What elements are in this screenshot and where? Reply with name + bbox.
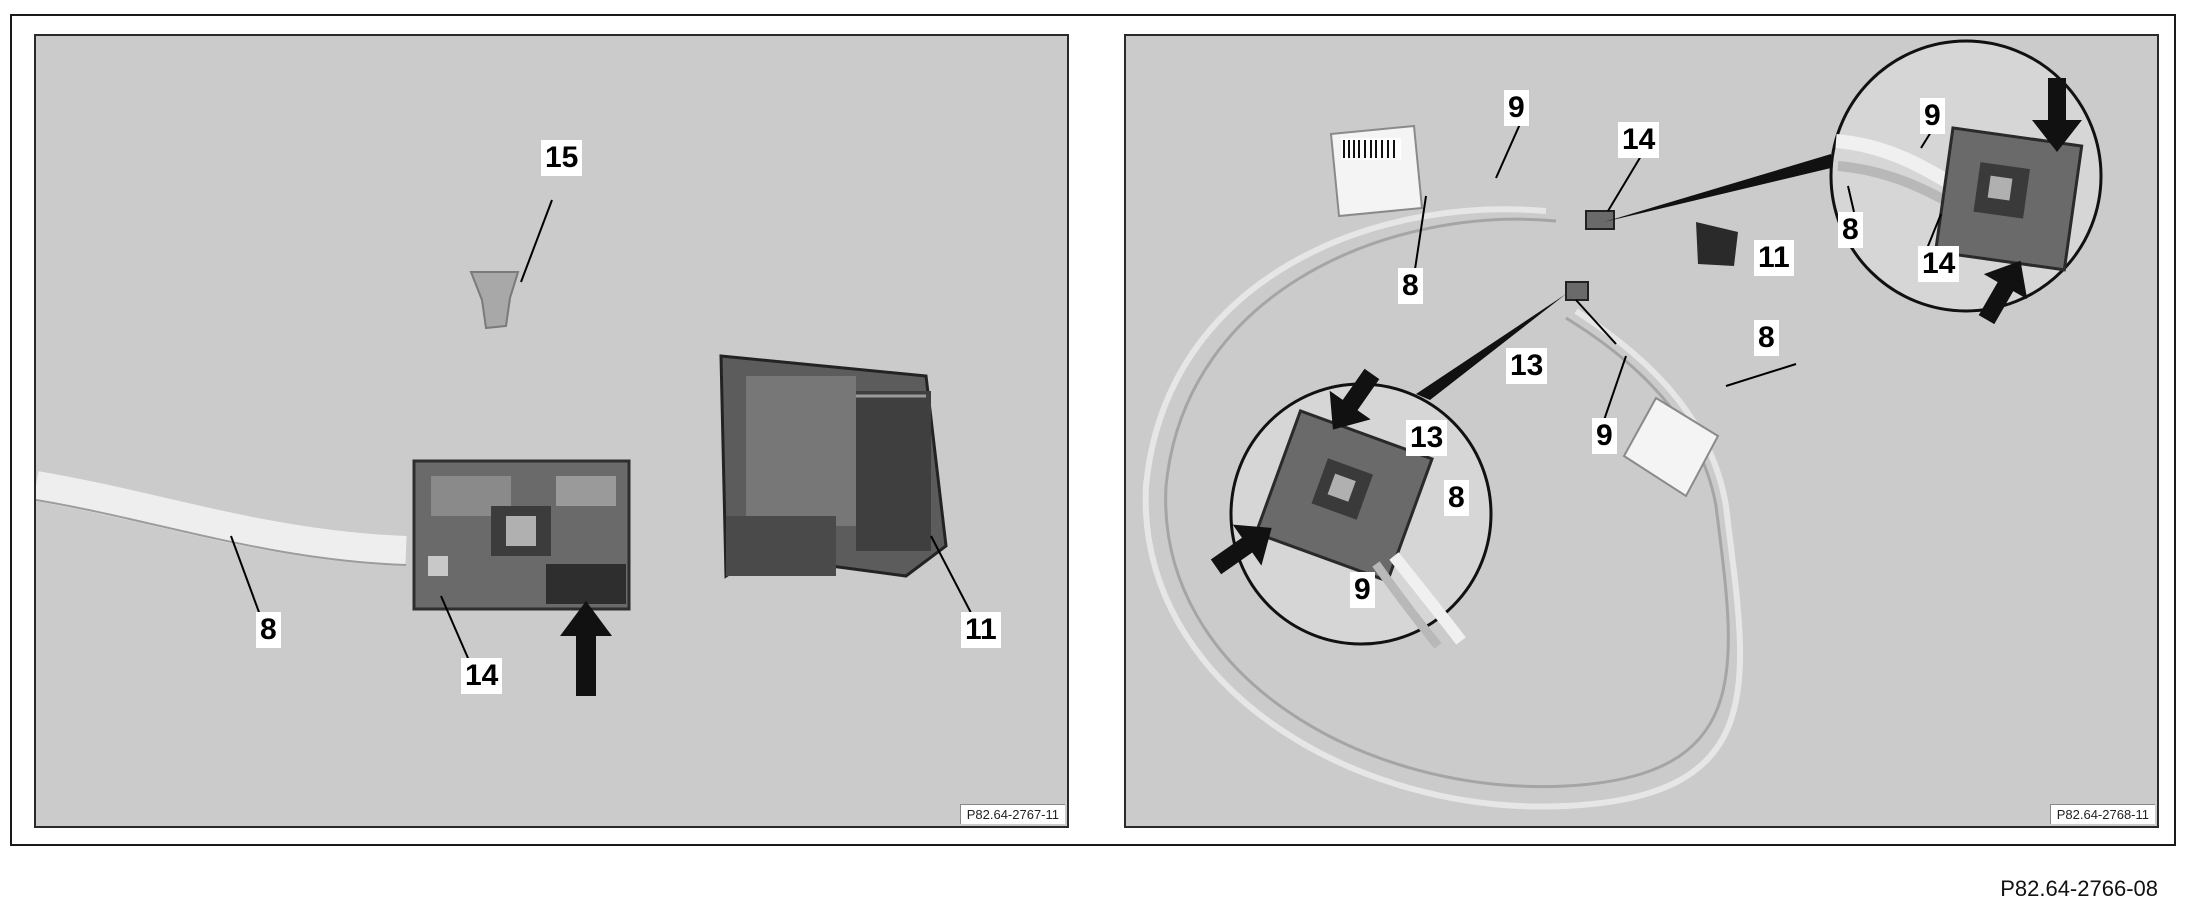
barcode-icon [1341,138,1401,160]
left-illustration [36,199,983,696]
arrow-up-icon [560,601,612,696]
part-15-clip [469,271,520,330]
callout-zoom-14: 14 [1918,246,1960,282]
photo-panel-cable-routing: 9 14 8 11 13 8 9 9 8 14 13 8 9 P82.64-27… [1124,34,2159,828]
callout-8-upper: 8 [1398,268,1423,304]
connector-housing-11 [719,354,948,579]
callout-11: 11 [961,612,1001,648]
callout-zoom-8: 8 [1838,212,1863,248]
arrow-down-icon [2032,78,2082,152]
connector-14-small [1585,210,1615,230]
connector-14 [412,459,631,611]
callout-9-lower: 9 [1592,418,1617,454]
callout-15: 15 [541,140,583,176]
callout-8-lower: 8 [1754,320,1779,356]
callout-zoom-8-lower: 8 [1444,480,1469,516]
figure-id: P82.64-2766-08 [2000,876,2158,901]
callout-14: 14 [461,658,503,694]
fiber-cable-8-loop [1142,206,1743,810]
fiber-cable-9-loop [1164,217,1730,789]
callout-8: 8 [256,612,281,648]
callout-13-cable: 13 [1506,348,1548,384]
callout-9-upper: 9 [1504,90,1529,126]
callout-zoom-9: 9 [1920,98,1945,134]
callout-zoom-13: 13 [1406,420,1448,456]
callout-zoom-9-lower: 9 [1350,572,1375,608]
callout-14-upper: 14 [1618,122,1660,158]
connector-housing-11-small [1696,222,1738,266]
zoom-pointer-lower [1416,294,1566,400]
cable-label-tag-lower [1622,396,1720,498]
callout-11: 11 [1754,240,1794,276]
connector-13-small [1565,281,1589,301]
fiber-cable-8 [36,471,407,566]
image-code-left: P82.64-2767-11 [959,804,1065,824]
arrow-right-icon [1210,524,1272,575]
arrow-up-icon [1978,260,2028,325]
photo-panel-connector-disassembly: 15 8 14 11 P82.64-2767-11 [34,34,1069,828]
zoom-inset-connector-14 [1829,39,2103,313]
right-illustration [1142,39,2103,810]
arrow-down-left-icon [1329,368,1380,430]
image-code-right: P82.64-2768-11 [2049,804,2155,824]
zoom-pointer-upper [1604,154,1831,222]
